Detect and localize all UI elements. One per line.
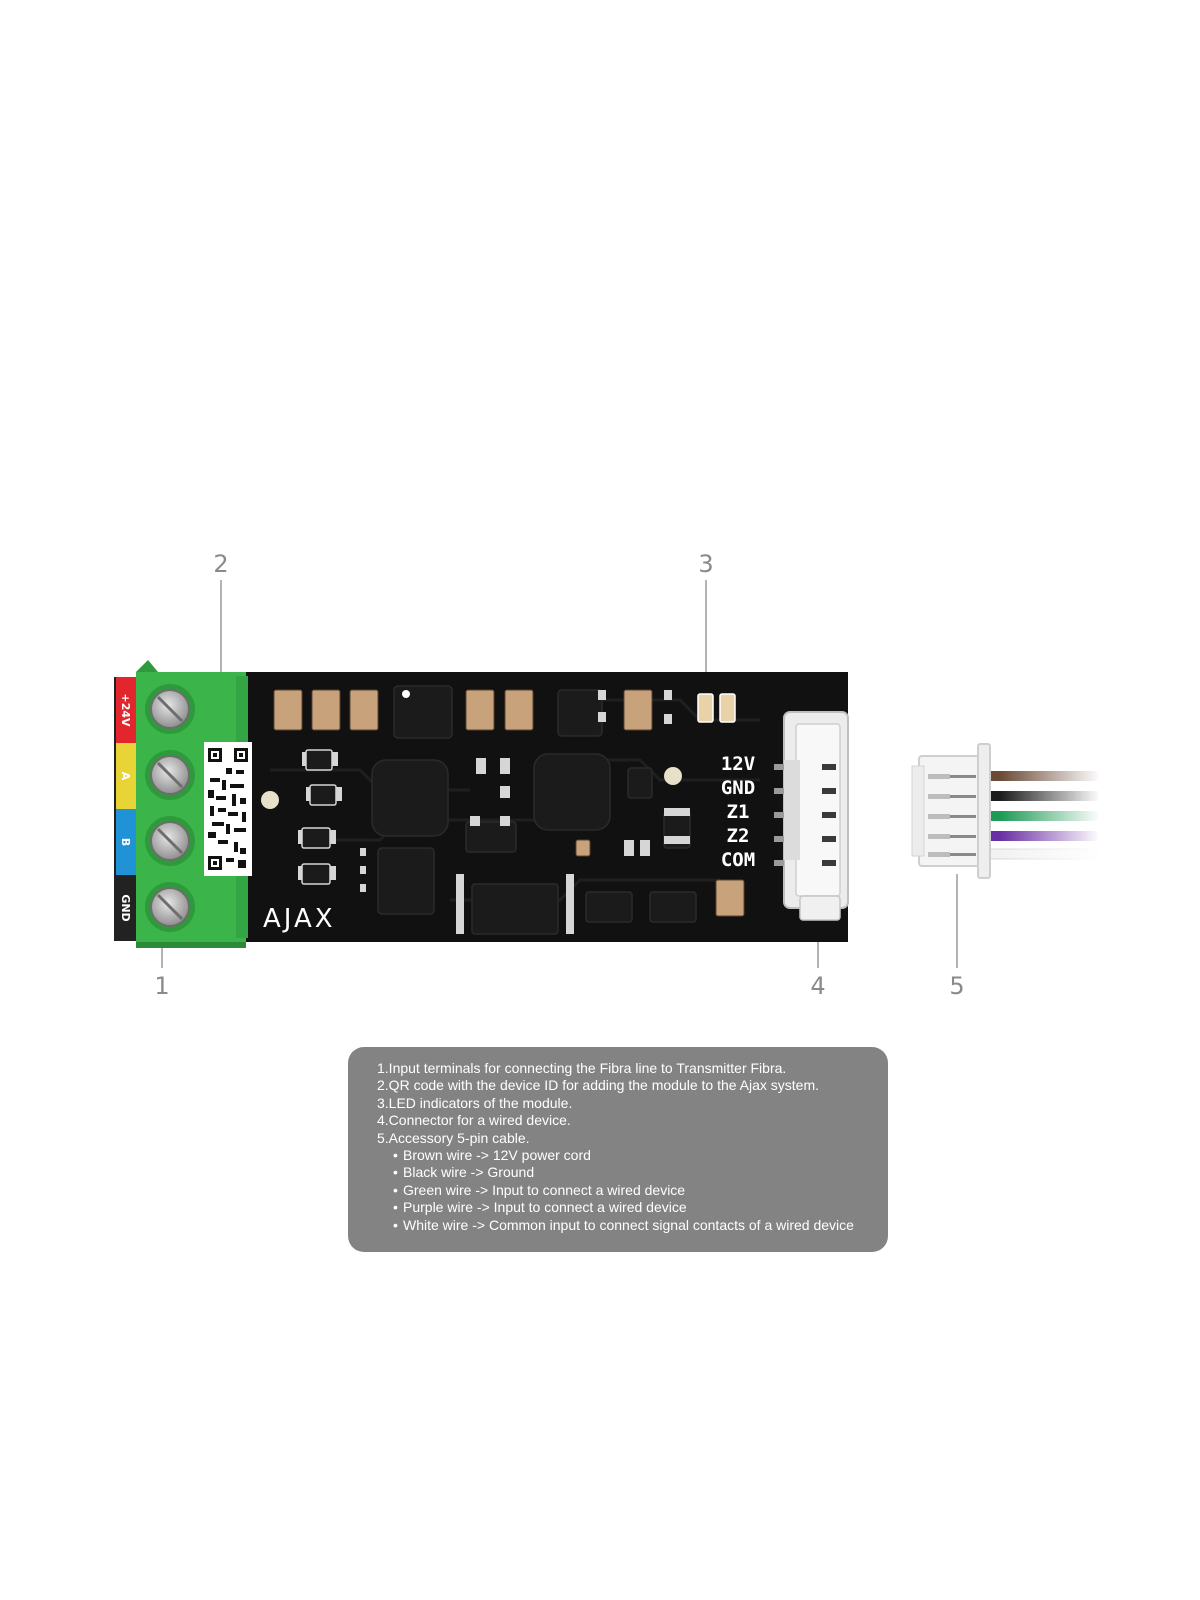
wire-item-brown: Brown wire -> 12V power cord: [393, 1147, 872, 1165]
legend-item-1: 1.Input terminals for connecting the Fib…: [377, 1060, 787, 1076]
legend-item-2: 2.QR code with the device ID for adding …: [377, 1077, 820, 1094]
wire-item-green: Green wire -> Input to connect a wired d…: [393, 1182, 872, 1200]
wire-list: Brown wire -> 12V power cord Black wire …: [377, 1147, 872, 1234]
legend-item-3: 3.LED indicators of the module.: [377, 1094, 573, 1111]
callout-5: 5: [949, 972, 964, 1000]
terminal-label-gnd: GND: [119, 894, 132, 921]
accessory-cable: [911, 743, 1100, 879]
input-terminal-block: +24V A B GND: [114, 660, 252, 948]
legend-item-5: 5.Accessory 5-pin cable.: [377, 1129, 530, 1146]
terminal-color-24v: [116, 677, 136, 743]
terminal-label-24v: +24V: [119, 693, 132, 727]
silk-12v: 12V: [721, 753, 755, 775]
callout-1: 1: [154, 972, 169, 1000]
terminal-color-gnd: [116, 875, 136, 941]
qr-code-sticker: [204, 742, 252, 876]
led-indicators: [697, 693, 736, 723]
legend-item-4: 4.Connector for a wired device.: [377, 1112, 571, 1129]
legend-box: 1.Input terminals for connecting the Fib…: [348, 1047, 888, 1252]
callout-3: 3: [698, 550, 713, 578]
terminal-screws: [145, 684, 195, 932]
silkscreen-labels: 12V GND Z1 Z2 COM: [721, 753, 755, 871]
callout-4: 4: [810, 972, 825, 1000]
terminal-color-a: [116, 743, 136, 809]
silk-z2: Z2: [727, 825, 750, 847]
silk-com: COM: [721, 849, 755, 871]
pcb-board: AJAX 12V GND Z1 Z2 COM: [240, 672, 849, 942]
wire-item-black: Black wire -> Ground: [393, 1164, 872, 1182]
wire-item-purple: Purple wire -> Input to connect a wired …: [393, 1199, 872, 1217]
terminal-label-a: A: [119, 772, 132, 781]
silk-gnd: GND: [721, 777, 755, 799]
callout-2: 2: [213, 550, 228, 578]
brand-logo: AJAX: [263, 904, 336, 934]
wired-device-connector: [774, 711, 849, 921]
terminal-label-b: B: [119, 838, 132, 846]
wire-item-white: White wire -> Common input to connect si…: [393, 1217, 872, 1235]
silk-z1: Z1: [727, 801, 750, 823]
terminal-color-b: [116, 809, 136, 875]
